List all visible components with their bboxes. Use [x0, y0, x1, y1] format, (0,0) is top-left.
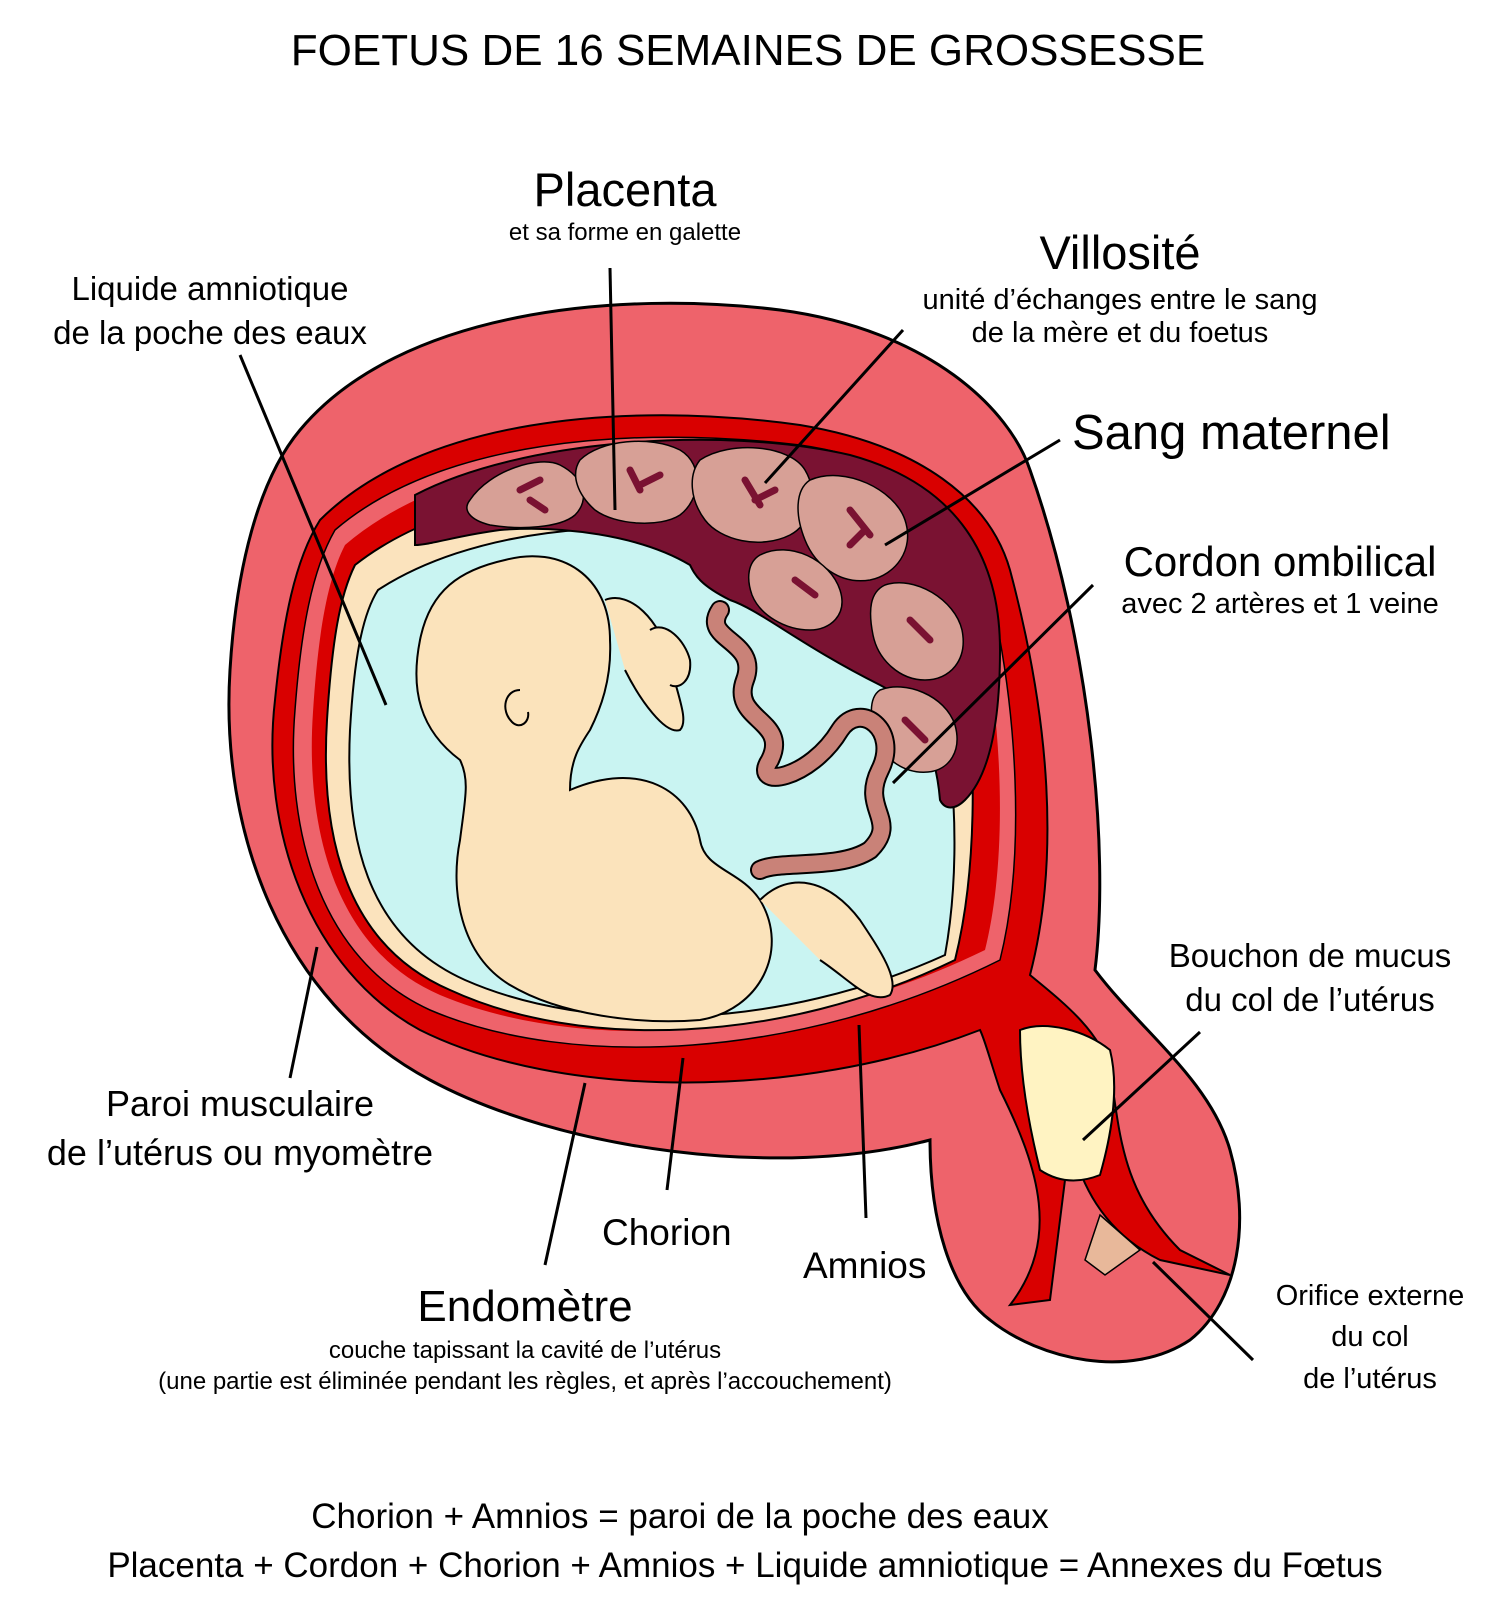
label-placenta: Placenta et sa forme en galette: [425, 163, 825, 247]
external-os: [1084, 1213, 1142, 1276]
label-paroi-line2: de l’utérus ou myomètre: [46, 1132, 434, 1174]
label-bouchon-line1: Bouchon de mucus: [1168, 937, 1452, 974]
umbilical-cord-fill: [707, 602, 894, 878]
leader-villosite: [763, 328, 905, 485]
villi-blood-branches: [516, 466, 934, 744]
footer-line2: Placenta + Cordon + Chorion + Amnios + L…: [107, 1546, 1383, 1585]
leader-sang: [884, 438, 1061, 547]
label-villosite-sub2: de la mère et du foetus: [971, 317, 1269, 350]
mucus-plug: [1018, 1025, 1116, 1182]
fetus: [415, 555, 894, 1023]
label-liquide-line1: Liquide amniotique: [71, 270, 349, 307]
label-bouchon-line2: du col de l’utérus: [1185, 980, 1435, 1018]
leader-placenta: [608, 267, 617, 511]
leader-lines: [238, 267, 1255, 1362]
footer-line1: Chorion + Amnios = paroi de la poche des…: [311, 1497, 1049, 1536]
label-cordon-main: Cordon ombilical: [1123, 538, 1437, 585]
label-cordon-sub: avec 2 artères et 1 veine: [1121, 588, 1439, 621]
label-cordon-ombilical: Cordon ombilical avec 2 artères et 1 vei…: [1090, 538, 1470, 622]
label-bouchon-mucus: Bouchon de mucus du col de l’utérus: [1125, 937, 1495, 1019]
label-sang-maternel: Sang maternel: [1072, 406, 1391, 460]
label-orifice-line2: du col: [1331, 1321, 1409, 1354]
label-orifice-line1: Orifice externe: [1275, 1280, 1465, 1312]
label-orifice-line3: de l’utérus: [1303, 1362, 1437, 1395]
label-endometre-sub2: (une partie est éliminée pendant les règ…: [158, 1368, 892, 1396]
villi: [466, 440, 964, 773]
label-placenta-sub: et sa forme en galette: [508, 219, 742, 247]
label-endometre-main: Endomètre: [417, 1282, 633, 1331]
label-endometre: Endomètre couche tapissant la cavité de …: [70, 1282, 980, 1396]
label-paroi-musculaire: Paroi musculaire de l’utérus ou myomètre: [15, 1083, 465, 1174]
leader-endometre: [543, 1082, 587, 1266]
label-paroi-line1: Paroi musculaire: [105, 1083, 375, 1124]
leader-bouchon: [1081, 1030, 1202, 1142]
leader-paroi: [288, 946, 319, 1079]
leader-liquide: [238, 354, 388, 706]
leader-amnios: [857, 1024, 868, 1219]
label-amnios: Amnios: [803, 1245, 927, 1286]
label-orifice-externe: Orifice externe du col de l’utérus: [1250, 1280, 1490, 1396]
label-liquide-line2: de la poche des eaux: [53, 313, 367, 351]
label-chorion: Chorion: [602, 1212, 732, 1253]
label-liquide-amniotique: Liquide amniotique de la poche des eaux: [10, 270, 410, 352]
label-endometre-sub1: couche tapissant la cavité de l’utérus: [328, 1336, 722, 1364]
diagram-title: FOETUS DE 16 SEMAINES DE GROSSESSE: [290, 26, 1206, 75]
label-villosite-sub1: unité d’échanges entre le sang: [922, 284, 1318, 317]
label-villosite-main: Villosité: [1039, 226, 1201, 279]
leader-chorion: [665, 1057, 685, 1191]
leader-cordon: [891, 583, 1095, 785]
label-villosite: Villosité unité d’échanges entre le sang…: [870, 226, 1370, 351]
leader-orifice: [1151, 1260, 1255, 1362]
label-placenta-main: Placenta: [533, 163, 717, 216]
